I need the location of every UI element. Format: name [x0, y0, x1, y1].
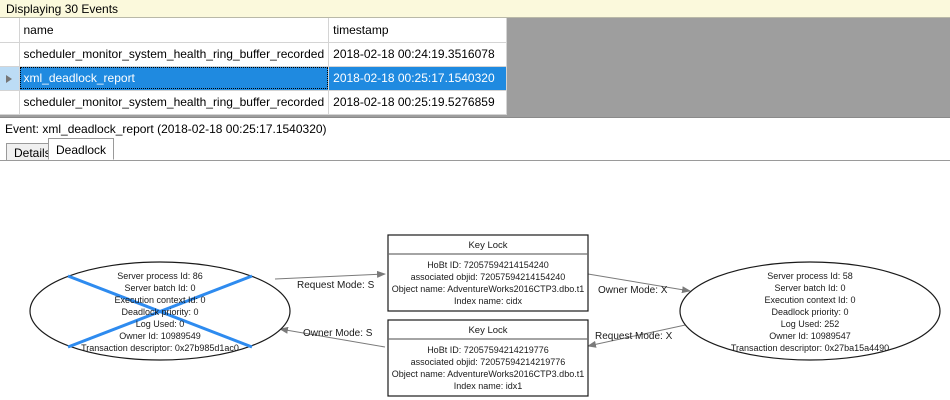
edge-label-left-request-top: Request Mode: S — [297, 280, 375, 291]
event-header-label: Event: xml_deadlock_report (2018-02-18 0… — [5, 122, 327, 136]
process-node-right[interactable]: Server process Id: 58 Server batch Id: 0… — [679, 261, 941, 361]
resource-bottom-box[interactable] — [387, 319, 589, 397]
tab-deadlock-label: Deadlock — [56, 143, 107, 157]
process-left-line-1: Server batch Id: 0 — [124, 283, 195, 293]
cell-name[interactable]: scheduler_monitor_system_health_ring_buf… — [19, 90, 330, 115]
row-selector-cell[interactable] — [0, 42, 20, 67]
cell-timestamp[interactable]: 2018-02-18 00:25:19.5276859 — [328, 90, 508, 115]
resource-bottom-line-1: associated objid: 72057594214219776 — [411, 357, 566, 367]
resource-bottom-line-3: Index name: idx1 — [454, 381, 523, 391]
cell-timestamp[interactable]: 2018-02-18 00:25:17.1540320 — [328, 66, 508, 91]
column-header-timestamp[interactable]: timestamp — [328, 18, 508, 43]
table-row[interactable]: scheduler_monitor_system_health_ring_buf… — [0, 42, 508, 67]
row-selector-cell[interactable] — [0, 90, 20, 115]
process-right-line-2: Execution context Id: 0 — [764, 295, 855, 305]
tab-details-label: Details — [14, 146, 51, 160]
resource-top-line-1: associated objid: 72057594214154240 — [411, 272, 566, 282]
process-right-line-1: Server batch Id: 0 — [774, 283, 845, 293]
edge-label-left-owner-bottom: Owner Mode: S — [303, 328, 373, 339]
cell-timestamp[interactable]: 2018-02-18 00:24:19.3516078 — [328, 42, 508, 67]
resource-top-line-0: HoBt ID: 72057594214154240 — [427, 260, 549, 270]
table-row[interactable]: scheduler_monitor_system_health_ring_buf… — [0, 90, 508, 115]
edge-left-request-top: Request Mode: S — [274, 270, 386, 291]
process-right-line-0: Server process Id: 58 — [767, 271, 853, 281]
row-selector-cell[interactable] — [0, 66, 20, 91]
events-count-label: Displaying 30 Events — [6, 2, 119, 16]
process-node-left[interactable]: Server process Id: 86 Server batch Id: 0… — [29, 261, 291, 361]
process-right-line-6: Transaction descriptor: 0x27ba15a4490 — [731, 343, 889, 353]
process-right-line-4: Log Used: 252 — [781, 319, 840, 329]
resource-bottom-line-0: HoBt ID: 72057594214219776 — [427, 345, 549, 355]
process-right-line-3: Deadlock priority: 0 — [771, 307, 848, 317]
process-left-line-0: Server process Id: 86 — [117, 271, 203, 281]
process-left-line-6: Transaction descriptor: 0x27b985d1ac0 — [81, 343, 239, 353]
resource-bottom-line-2: Object name: AdventureWorks2016CTP3.dbo.… — [392, 369, 584, 379]
cell-name[interactable]: scheduler_monitor_system_health_ring_buf… — [19, 42, 330, 67]
events-grid[interactable]: name timestamp scheduler_monitor_system_… — [0, 18, 508, 115]
row-selector-triangle-icon — [6, 74, 13, 83]
resource-bottom-title: Key Lock — [468, 325, 507, 336]
process-right-line-5: Owner Id: 10989547 — [769, 331, 851, 341]
events-grid-container[interactable]: name timestamp scheduler_monitor_system_… — [0, 18, 950, 118]
resource-top-line-2: Object name: AdventureWorks2016CTP3.dbo.… — [392, 284, 584, 294]
cell-name[interactable]: xml_deadlock_report — [19, 66, 330, 91]
edge-right-request-bottom: Request Mode: X — [587, 323, 691, 348]
edge-right-owner-top: Owner Mode: X — [587, 273, 691, 296]
process-node-right-ellipse[interactable] — [679, 261, 941, 361]
resource-node-top[interactable]: Key Lock HoBt ID: 72057594214154240 asso… — [387, 234, 589, 312]
event-header: Event: xml_deadlock_report (2018-02-18 0… — [0, 119, 950, 139]
row-selector-header — [0, 18, 20, 43]
resource-top-line-3: Index name: cidx — [454, 296, 523, 306]
table-row-selected[interactable]: xml_deadlock_report 2018-02-18 00:25:17.… — [0, 66, 508, 91]
process-left-line-3: Deadlock priority: 0 — [121, 307, 198, 317]
column-header-name[interactable]: name — [19, 18, 330, 43]
tab-deadlock[interactable]: Deadlock — [48, 138, 115, 160]
resource-node-bottom[interactable]: Key Lock HoBt ID: 72057594214219776 asso… — [387, 319, 589, 397]
process-left-line-5: Owner Id: 10989549 — [119, 331, 201, 341]
edge-label-right-owner-top: Owner Mode: X — [598, 285, 668, 296]
edge-left-owner-bottom: Owner Mode: S — [279, 326, 386, 348]
resource-top-title: Key Lock — [468, 240, 507, 251]
deadlock-graph-canvas[interactable]: Request Mode: S Owner Mode: S Owner Mode… — [0, 161, 950, 400]
process-left-line-2: Execution context Id: 0 — [114, 295, 205, 305]
events-grid-header-row: name timestamp — [0, 18, 508, 43]
process-left-line-4: Log Used: 0 — [136, 319, 185, 329]
events-count-banner: Displaying 30 Events — [0, 0, 950, 18]
resource-top-box[interactable] — [387, 234, 589, 312]
detail-tabstrip: Details Deadlock — [0, 138, 950, 161]
victim-cross-line-2 — [67, 274, 253, 349]
edge-label-right-request-bottom: Request Mode: X — [595, 331, 673, 342]
